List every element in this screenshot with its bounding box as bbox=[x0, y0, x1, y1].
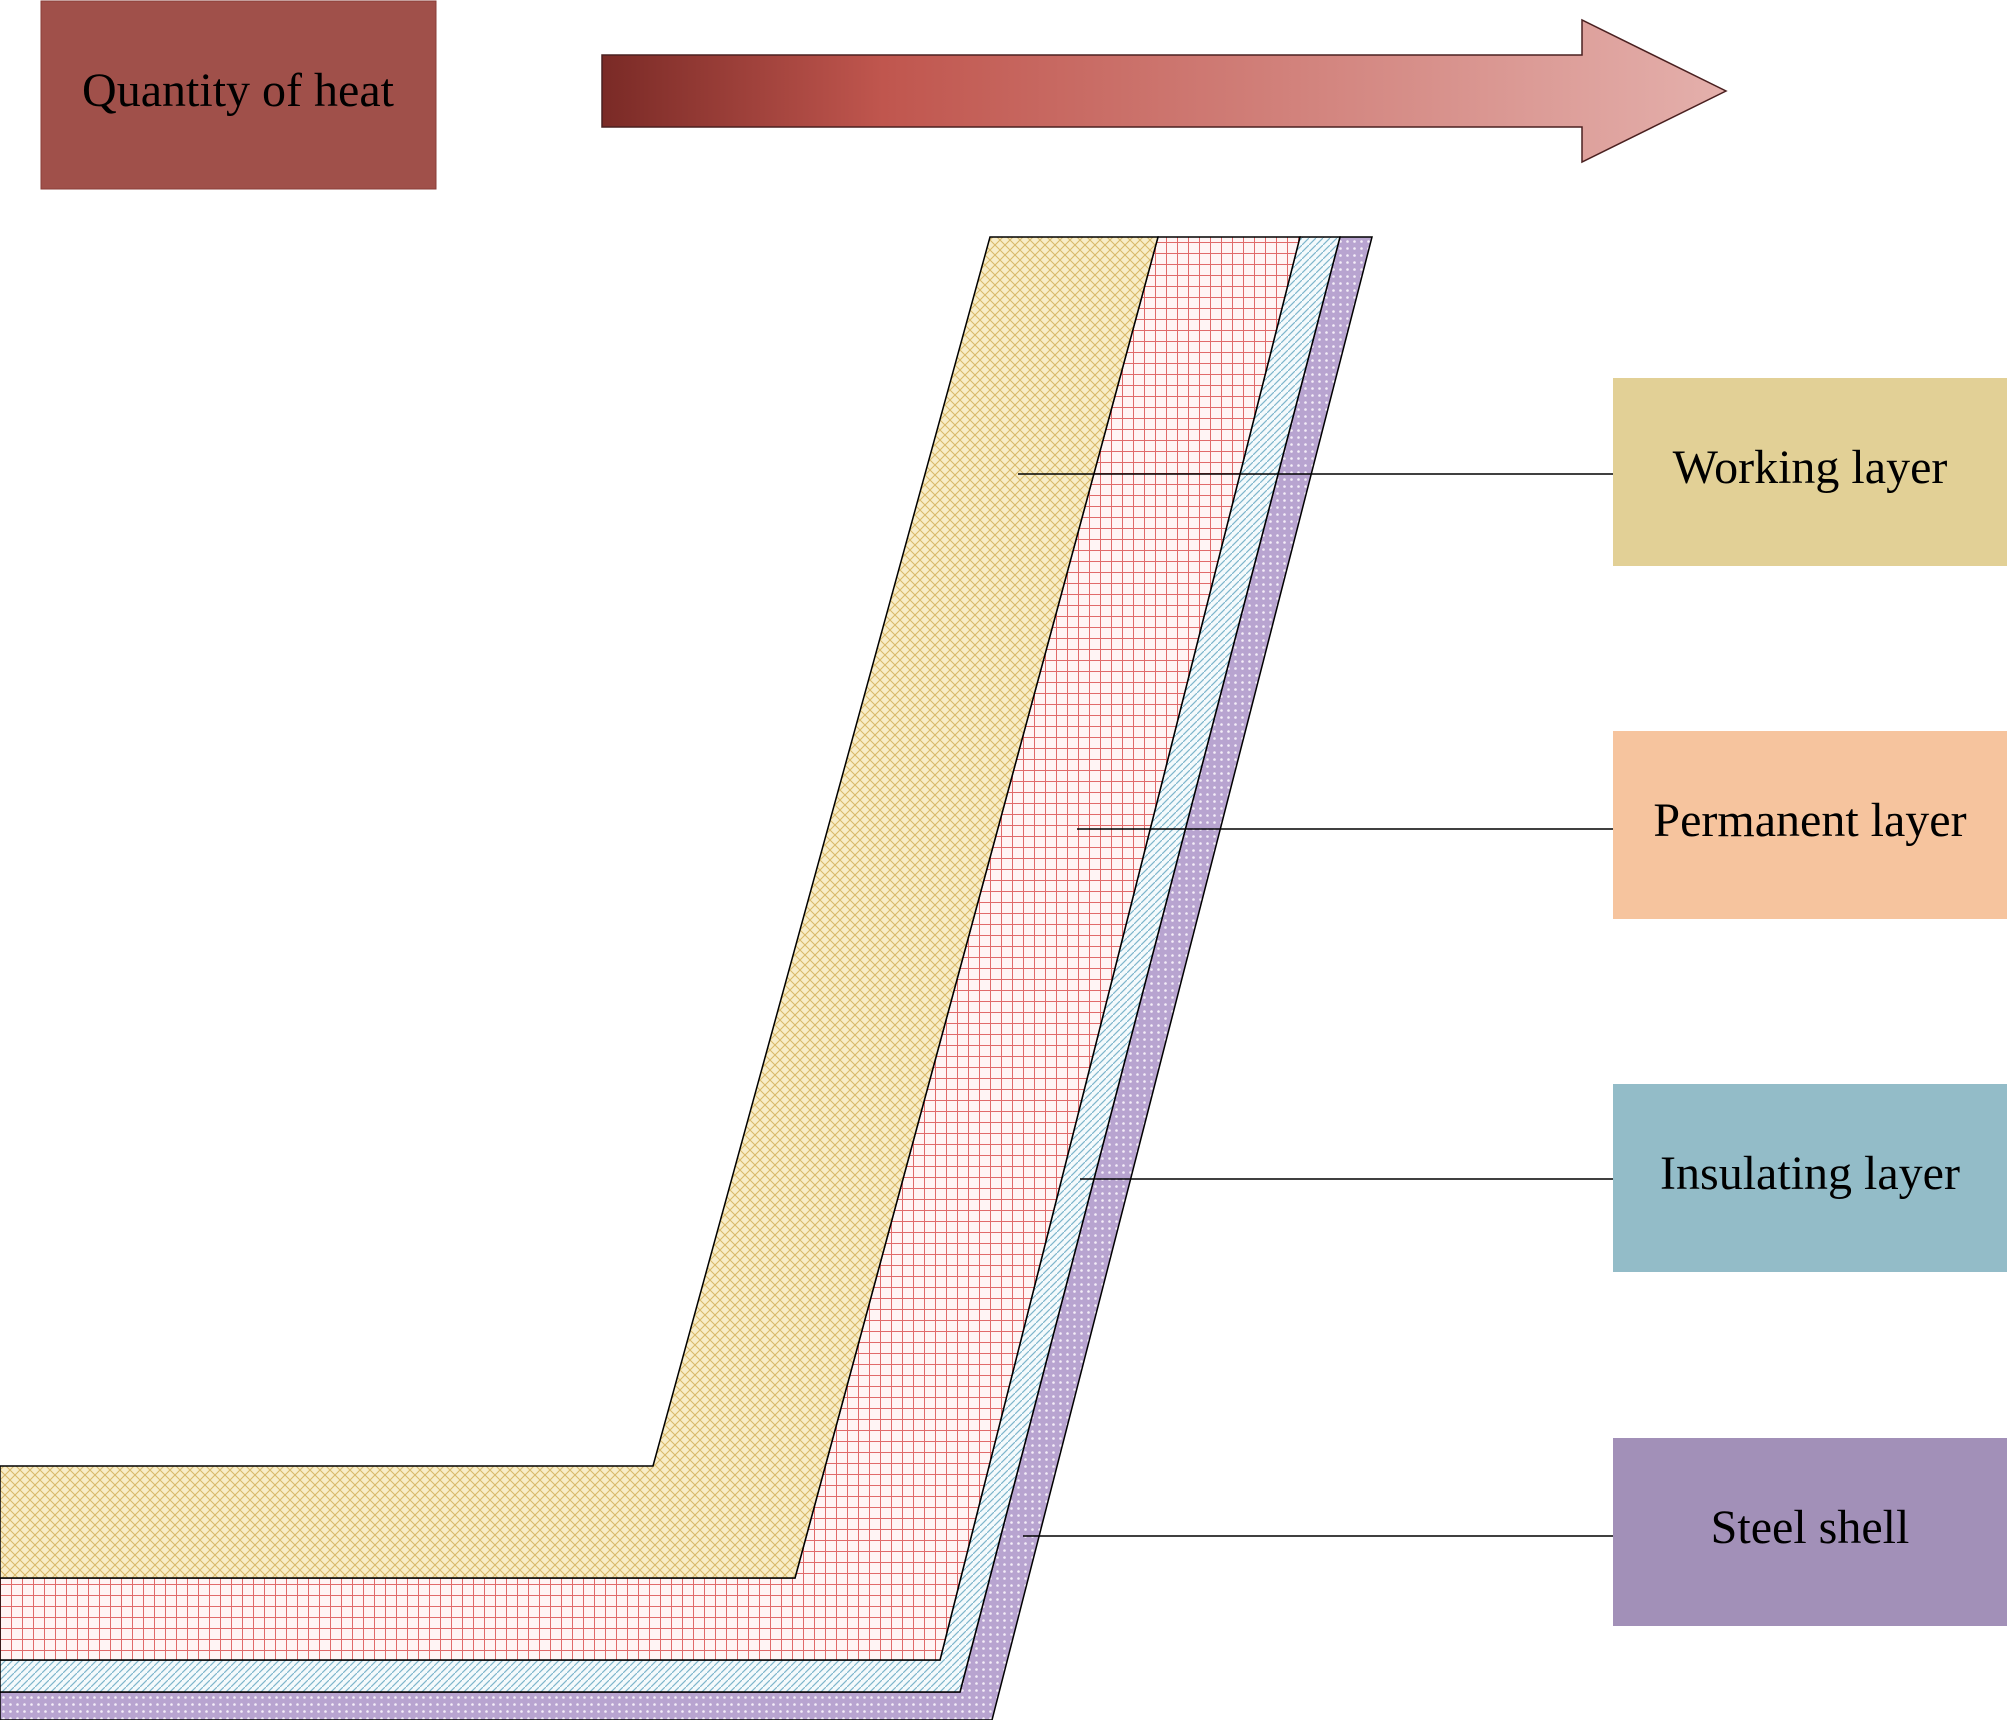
permanent-label-box bbox=[1613, 731, 2007, 919]
layer-labels: Working layer Permanent layer Insulating… bbox=[1613, 378, 2007, 1626]
heat-direction-arrow bbox=[601, 18, 1728, 164]
leader-lines bbox=[1018, 473, 1613, 1537]
lining-cross-section bbox=[0, 236, 1373, 1720]
heat-label-box bbox=[40, 0, 437, 190]
steel-label: Steel shell bbox=[1711, 1501, 1910, 1554]
working-layer bbox=[0, 236, 1159, 1579]
heat-indicator: Quantity of heat bbox=[40, 0, 1728, 190]
permanent-label: Permanent layer bbox=[1653, 794, 1966, 847]
working-label-box bbox=[1613, 378, 2007, 566]
working-label: Working layer bbox=[1673, 441, 1948, 494]
steel-label-box bbox=[1613, 1438, 2007, 1626]
insulating-label-box bbox=[1613, 1084, 2007, 1272]
permanent-layer bbox=[0, 236, 1301, 1661]
heat-label: Quantity of heat bbox=[82, 64, 395, 117]
insulating-label: Insulating layer bbox=[1660, 1147, 1960, 1200]
